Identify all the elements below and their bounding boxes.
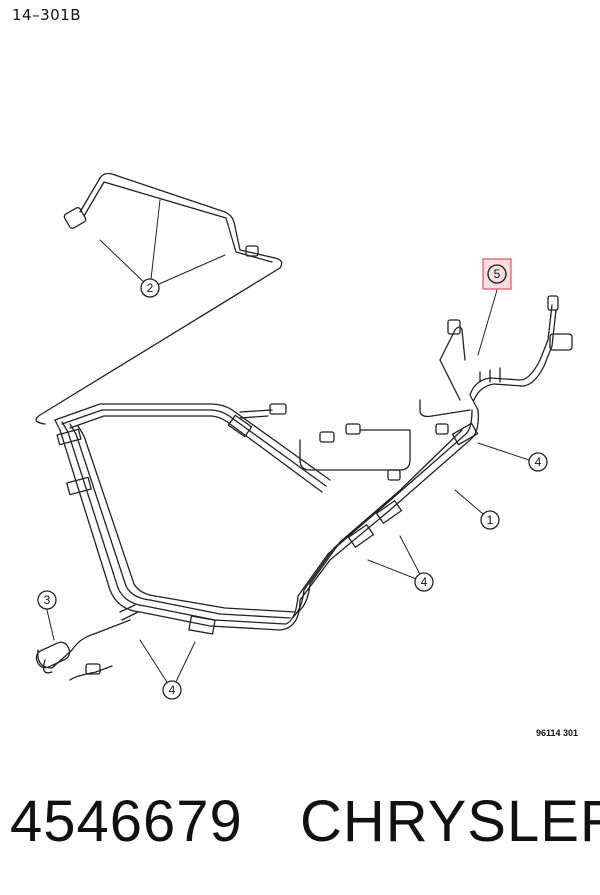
flex-hose <box>35 604 139 681</box>
callout-label-2: 2 <box>147 281 154 295</box>
footer: 4546679 CHRYSLER <box>0 780 600 880</box>
callout-label-4-right: 4 <box>535 455 542 469</box>
callout-label-1: 1 <box>487 513 494 527</box>
leader-lines <box>46 199 536 691</box>
upper-return-line <box>35 172 283 425</box>
upper-right-tube-assembly <box>419 295 573 435</box>
callout-label-5: 5 <box>494 267 501 281</box>
brand-name: CHRYSLER <box>300 789 600 854</box>
callout-circles <box>37 264 548 700</box>
callout-label-4-lower-left: 4 <box>169 683 176 697</box>
reference-code: 96114 301 <box>536 728 579 738</box>
callout-label-3: 3 <box>44 593 51 607</box>
main-tube-bundle <box>54 394 479 635</box>
callout-label-4-middle: 4 <box>421 575 428 589</box>
fuel-line-diagram: 2 1 3 4 4 4 5 <box>35 172 573 700</box>
part-number: 4546679 <box>10 789 243 854</box>
page-label: 14–301B <box>12 6 82 24</box>
